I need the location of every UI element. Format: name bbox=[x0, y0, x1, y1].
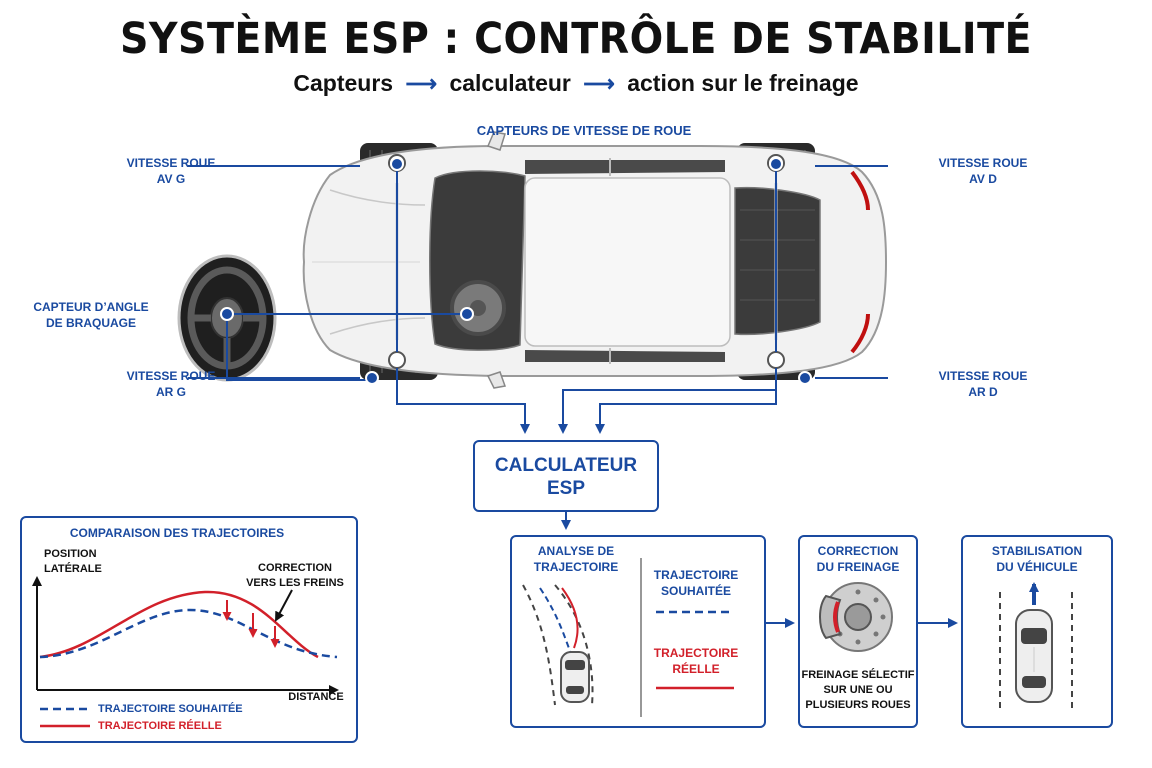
label-front-left-line1: VITESSE ROUE bbox=[116, 155, 226, 171]
legend-desired-label: TRAJECTOIRE SOUHAITÉE bbox=[98, 701, 278, 717]
brake-title-line2: DU FREINAGE bbox=[801, 559, 915, 575]
sensor-dot-front-left bbox=[391, 158, 403, 170]
sensors-section-label: CAPTEURS DE VITESSE DE ROUE bbox=[462, 123, 706, 139]
correction-label-line1: CORRECTION bbox=[240, 561, 350, 576]
y-axis-label: POSITION LATÉRALE bbox=[44, 547, 104, 577]
analysis-desired-line1: TRAJECTOIRE bbox=[646, 567, 746, 583]
brake-caption-line3: PLUSIEURS ROUES bbox=[801, 698, 915, 713]
label-steering-angle: CAPTEUR D’ANGLE DE BRAQUAGE bbox=[26, 299, 156, 331]
car-top-view bbox=[304, 132, 886, 388]
stabilization-title-line2: DU VÉHICULE bbox=[964, 559, 1110, 575]
analysis-desired-line2: SOUHAITÉE bbox=[646, 583, 746, 599]
label-rear-left: VITESSE ROUE AR G bbox=[116, 368, 226, 400]
car-roof bbox=[525, 178, 730, 346]
ecu-label-line2: ESP bbox=[475, 477, 657, 500]
stabilization-panel-title: STABILISATION DU VÉHICULE bbox=[964, 543, 1110, 575]
label-rear-right: VITESSE ROUE AR D bbox=[928, 368, 1038, 400]
label-front-left: VITESSE ROUE AV G bbox=[116, 155, 226, 187]
label-front-right-line2: AV D bbox=[928, 171, 1038, 187]
analysis-actual-line2: RÉELLE bbox=[646, 661, 746, 677]
trajectory-panel-title: COMPARAISON DES TRAJECTOIRES bbox=[21, 525, 333, 541]
ecu-label: CALCULATEUR ESP bbox=[475, 454, 657, 500]
label-front-left-line2: AV G bbox=[116, 171, 226, 187]
legend-actual-label: TRAJECTOIRE RÉELLE bbox=[98, 718, 278, 734]
label-rear-right-line2: AR D bbox=[928, 384, 1038, 400]
y-axis-label-line1: POSITION bbox=[44, 547, 104, 562]
label-rear-right-line1: VITESSE ROUE bbox=[928, 368, 1038, 384]
brake-title-line1: CORRECTION bbox=[801, 543, 915, 559]
sensor-dot-front-right bbox=[770, 158, 782, 170]
car-small-analysis bbox=[561, 652, 589, 702]
sensor-dot-rear-right bbox=[799, 372, 811, 384]
brake-caption-line2: SUR UNE OU bbox=[801, 683, 915, 698]
analysis-panel-title: ANALYSE DE TRAJECTOIRE bbox=[516, 543, 636, 575]
ecu-label-line1: CALCULATEUR bbox=[475, 454, 657, 477]
label-steering-angle-line1: CAPTEUR D’ANGLE bbox=[26, 299, 156, 315]
sensor-dot-steering-interior bbox=[461, 308, 473, 320]
analysis-desired-label: TRAJECTOIRE SOUHAITÉE bbox=[646, 567, 746, 599]
brake-caption-line1: FREINAGE SÉLECTIF bbox=[801, 668, 915, 683]
label-rear-left-line1: VITESSE ROUE bbox=[116, 368, 226, 384]
sensor-dot-steering-wheel bbox=[221, 308, 233, 320]
sensor-dot-rear-left bbox=[366, 372, 378, 384]
correction-label-line2: VERS LES FREINS bbox=[240, 576, 350, 591]
analysis-actual-label: TRAJECTOIRE RÉELLE bbox=[646, 645, 746, 677]
analysis-title-line1: ANALYSE DE bbox=[516, 543, 636, 559]
label-steering-angle-line2: DE BRAQUAGE bbox=[26, 315, 156, 331]
y-axis-label-line2: LATÉRALE bbox=[44, 562, 104, 577]
correction-label: CORRECTION VERS LES FREINS bbox=[240, 561, 350, 591]
label-front-right-line1: VITESSE ROUE bbox=[928, 155, 1038, 171]
label-rear-left-line2: AR G bbox=[116, 384, 226, 400]
x-axis-label: DISTANCE bbox=[286, 690, 346, 705]
brake-caption: FREINAGE SÉLECTIF SUR UNE OU PLUSIEURS R… bbox=[801, 668, 915, 713]
ecu-box: CALCULATEUR ESP bbox=[473, 440, 659, 512]
analysis-title-line2: TRAJECTOIRE bbox=[516, 559, 636, 575]
stabilization-title-line1: STABILISATION bbox=[964, 543, 1110, 559]
label-front-right: VITESSE ROUE AV D bbox=[928, 155, 1038, 187]
brake-panel-title: CORRECTION DU FREINAGE bbox=[801, 543, 915, 575]
analysis-actual-line1: TRAJECTOIRE bbox=[646, 645, 746, 661]
